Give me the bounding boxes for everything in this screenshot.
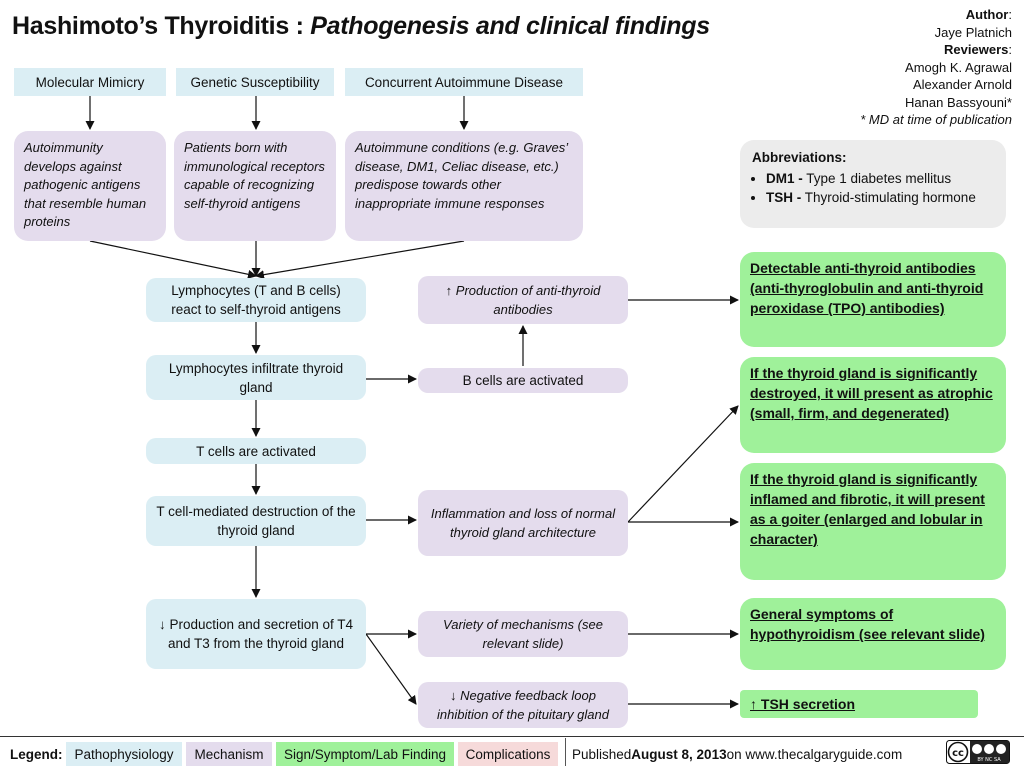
- abbreviations-box: Abbreviations: DM1 - Type 1 diabetes mel…: [740, 140, 1006, 228]
- svg-text:cc: cc: [952, 748, 964, 759]
- variety-mechanisms-box: Variety of mechanisms (see relevant slid…: [418, 611, 628, 657]
- concurrent-autoimmune-box: Concurrent Autoimmune Disease: [345, 68, 583, 96]
- abbreviation-item: DM1 - Type 1 diabetes mellitus: [766, 169, 994, 188]
- author-colon: :: [1008, 7, 1012, 22]
- author-block: Author: Jaye Platnich Reviewers: Amogh K…: [860, 6, 1012, 129]
- published-date: August 8, 2013: [631, 746, 727, 762]
- reviewers-colon: :: [1008, 42, 1012, 57]
- detectable-antibodies-finding: Detectable anti-thyroid antibodies (anti…: [740, 252, 1006, 347]
- abbreviations-heading: Abbreviations:: [752, 150, 847, 165]
- creative-commons-license-icon: cc BY NC SA: [946, 740, 1010, 764]
- genetic-susceptibility-box: Genetic Susceptibility: [176, 68, 334, 96]
- mimicry-detail-bubble: Autoimmunity develops against pathogenic…: [14, 131, 166, 241]
- abbreviations-list: DM1 - Type 1 diabetes mellitus TSH - Thy…: [752, 169, 994, 207]
- reviewer-1: Amogh K. Agrawal: [905, 59, 1012, 75]
- atrophic-gland-finding: If the thyroid gland is significantly de…: [740, 357, 1006, 453]
- legend-pathophysiology: Pathophysiology: [66, 742, 182, 766]
- title-main: Hashimoto’s Thyroiditis :: [12, 12, 311, 40]
- inflammation-box: Inflammation and loss of normal thyroid …: [418, 490, 628, 556]
- reviewer-3: Hanan Bassyouni*: [905, 94, 1012, 110]
- lymphocytes-infiltrate-box: Lymphocytes infiltrate thyroid gland: [146, 355, 366, 400]
- publication-info: Published August 8, 2013 on www.thecalga…: [572, 742, 902, 766]
- hypothyroidism-finding: General symptoms of hypothyroidism (see …: [740, 598, 1006, 670]
- tsh-secretion-finding: ↑ TSH secretion: [740, 690, 978, 718]
- t-cells-activated-box: T cells are activated: [146, 438, 366, 464]
- reviewer-2: Alexander Arnold: [912, 77, 1012, 92]
- publication-note: * MD at time of publication: [860, 112, 1012, 127]
- legend-label: Legend:: [10, 746, 63, 762]
- decreased-production-box: ↓ Production and secretion of T4 and T3 …: [146, 599, 366, 669]
- b-cells-activated-box: B cells are activated: [418, 368, 628, 393]
- t-cell-destruction-box: T cell-mediated destruction of the thyro…: [146, 496, 366, 546]
- negative-feedback-box: ↓ Negative feedback loop inhibition of t…: [418, 682, 628, 728]
- author-label: Author: [965, 7, 1009, 22]
- abbreviation-term: TSH -: [766, 190, 802, 205]
- abbreviation-definition: Type 1 diabetes mellitus: [802, 171, 952, 186]
- legend-sign-symptom: Sign/Symptom/Lab Finding: [276, 742, 454, 766]
- legend-complications: Complications: [458, 742, 558, 766]
- anti-thyroid-antibodies-box: ↑ Production of anti-thyroid antibodies: [418, 276, 628, 324]
- abbreviation-item: TSH - Thyroid-stimulating hormone: [766, 188, 994, 207]
- autoimmune-detail-bubble: Autoimmune conditions (e.g. Graves’ dise…: [345, 131, 583, 241]
- published-suffix: on www.thecalgaryguide.com: [726, 746, 903, 762]
- genetic-detail-bubble: Patients born with immunological recepto…: [174, 131, 336, 241]
- page-title: Hashimoto’s Thyroiditis : Pathogenesis a…: [12, 12, 710, 41]
- legend-bar: [0, 736, 1024, 769]
- license-text: BY NC SA: [977, 757, 1001, 763]
- lymphocytes-react-box: Lymphocytes (T and B cells) react to sel…: [146, 278, 366, 322]
- abbreviation-term: DM1 -: [766, 171, 803, 186]
- abbreviation-definition: Thyroid-stimulating hormone: [801, 190, 976, 205]
- molecular-mimicry-box: Molecular Mimicry: [14, 68, 166, 96]
- published-prefix: Published: [572, 746, 632, 762]
- title-subtitle: Pathogenesis and clinical findings: [310, 12, 710, 40]
- reviewers-label: Reviewers: [944, 42, 1009, 57]
- goiter-finding: If the thyroid gland is significantly in…: [740, 463, 1006, 580]
- author-name: Jaye Platnich: [934, 24, 1012, 40]
- legend-divider: [565, 738, 566, 766]
- legend-mechanism: Mechanism: [186, 742, 272, 766]
